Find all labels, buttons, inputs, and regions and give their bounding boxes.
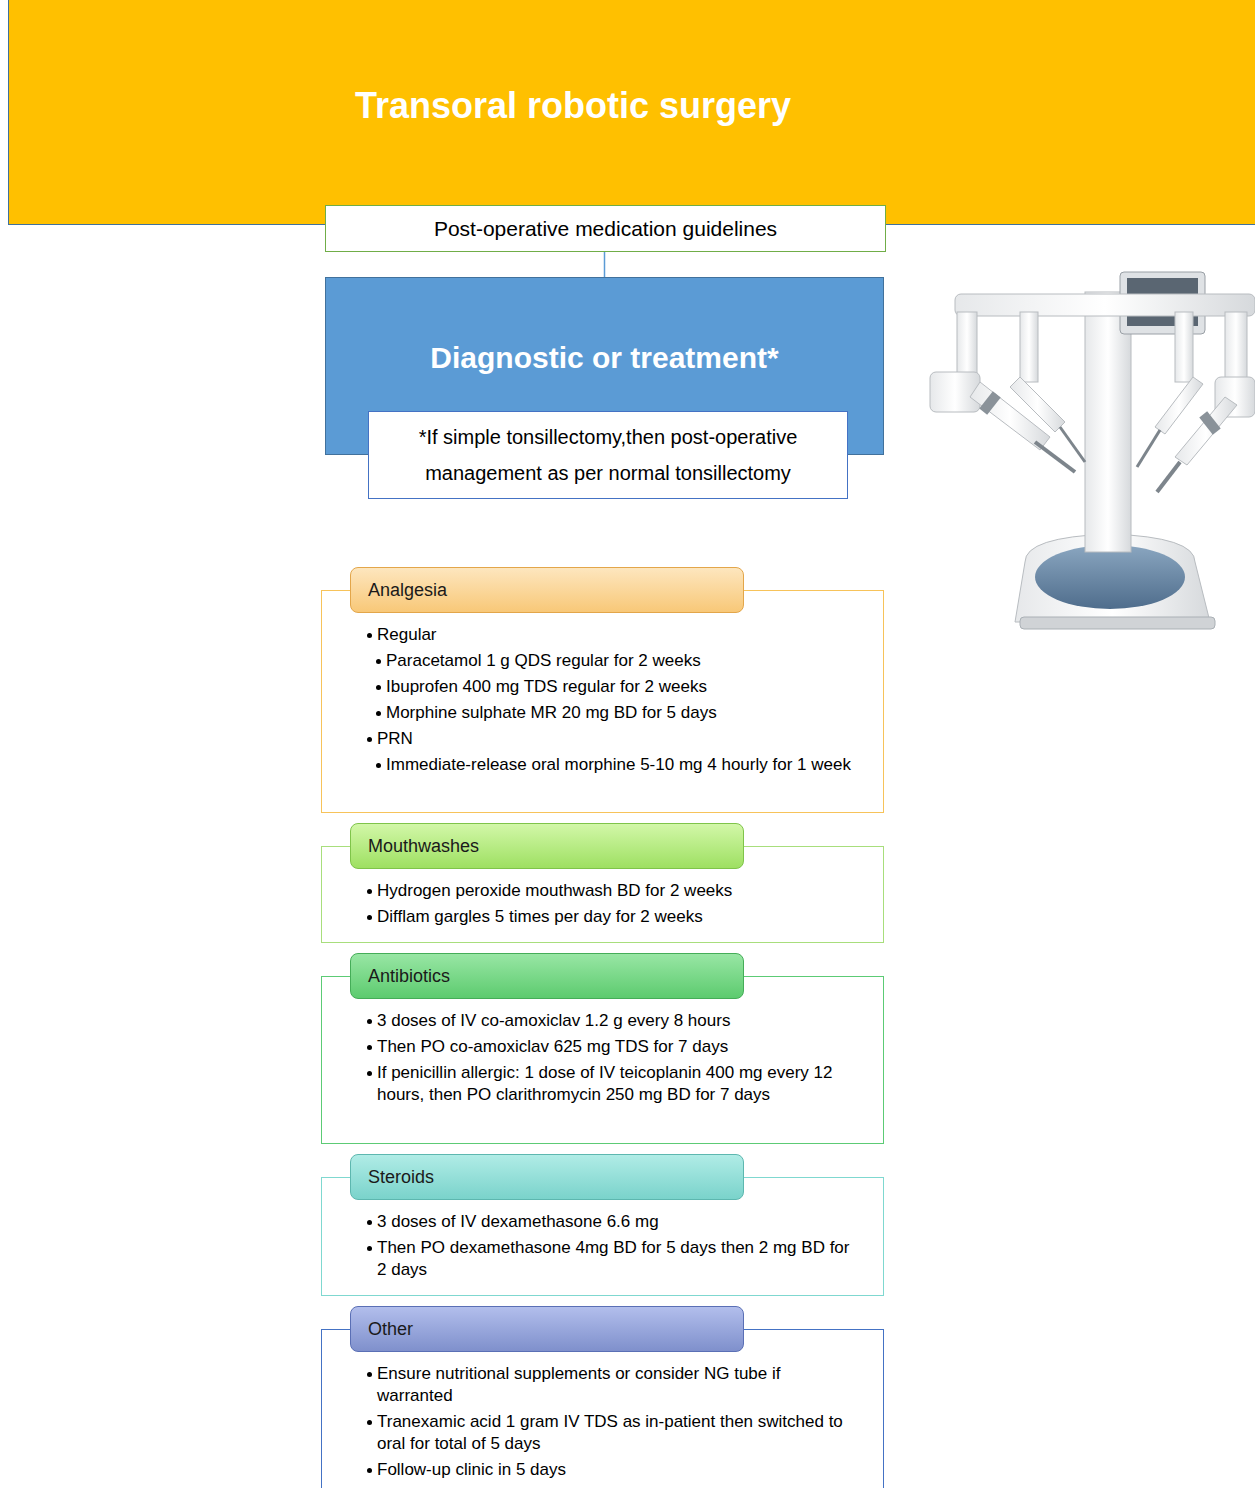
bullet-text: 3 doses of IV co-amoxiclav 1.2 g every 8… [377,1010,730,1032]
bullet-dot [376,702,386,724]
bullet-dot [367,1010,377,1032]
header-box: Post-operative medication guidelines [325,205,886,252]
bullet-text: Then PO dexamethasone 4mg BD for 5 days … [377,1237,853,1281]
bullet-item: Morphine sulphate MR 20 mg BD for 5 days [367,702,853,724]
bullet-item: Difflam gargles 5 times per day for 2 we… [367,906,853,928]
diagram-title: Transoral robotic surgery [8,84,1138,128]
bullet-dot [367,1237,377,1259]
bullet-item: 3 doses of IV co-amoxiclav 1.2 g every 8… [367,1010,853,1032]
connector-line [604,252,605,277]
bullet-dot [367,728,377,750]
section-heading-tab: Mouthwashes [350,823,744,869]
section-heading-tab: Antibiotics [350,953,744,999]
bullet-item: Then PO dexamethasone 4mg BD for 5 days … [367,1237,853,1281]
bullet-item: Then PO co-amoxiclav 625 mg TDS for 7 da… [367,1036,853,1058]
bullet-item: PRN [367,728,853,750]
medication-section: Steroids3 doses of IV dexamethasone 6.6 … [321,1177,884,1296]
bullet-dot [376,676,386,698]
medication-section: AnalgesiaRegularParacetamol 1 g QDS regu… [321,590,884,813]
bullet-item: Regular [367,624,853,646]
bullet-text: If penicillin allergic: 1 dose of IV tei… [377,1062,853,1106]
bullet-item: Ibuprofen 400 mg TDS regular for 2 weeks [367,676,853,698]
bullet-dot [376,754,386,776]
bullet-item: Tranexamic acid 1 gram IV TDS as in-pati… [367,1411,853,1455]
surgical-robot-illustration [925,262,1255,637]
bullet-item: Hydrogen peroxide mouthwash BD for 2 wee… [367,880,853,902]
bullet-dot [367,624,377,646]
bullet-text: Tranexamic acid 1 gram IV TDS as in-pati… [377,1411,853,1455]
medication-section: Antibiotics3 doses of IV co-amoxiclav 1.… [321,976,884,1144]
bullet-dot [367,1459,377,1481]
bullet-text: Ibuprofen 400 mg TDS regular for 2 weeks [386,676,707,698]
bullet-dot [367,1211,377,1233]
medication-section: MouthwashesHydrogen peroxide mouthwash B… [321,846,884,943]
box-label: Post-operative medication guidelines [424,216,787,242]
note-box: *If simple tonsillectomy,then post-opera… [368,411,848,499]
bullet-text: Then PO co-amoxiclav 625 mg TDS for 7 da… [377,1036,728,1058]
bullet-text: Hydrogen peroxide mouthwash BD for 2 wee… [377,880,732,902]
bullet-item: Follow-up clinic in 5 days [367,1459,853,1481]
bullet-dot [367,1036,377,1058]
bullet-text: Morphine sulphate MR 20 mg BD for 5 days [386,702,717,724]
bullet-item: Immediate-release oral morphine 5-10 mg … [367,754,853,776]
category-label: Diagnostic or treatment* [326,340,883,376]
bullet-dot [367,880,377,902]
bullet-item: Paracetamol 1 g QDS regular for 2 weeks [367,650,853,672]
bullet-dot [367,1363,377,1385]
bullet-item: 3 doses of IV dexamethasone 6.6 mg [367,1211,853,1233]
bullet-text: Ensure nutritional supplements or consid… [377,1363,853,1407]
bullet-text: Immediate-release oral morphine 5-10 mg … [386,754,851,776]
medication-section: OtherEnsure nutritional supplements or c… [321,1329,884,1488]
bullet-text: Regular [377,624,437,646]
bullet-dot [367,1062,377,1084]
box-label: *If simple tonsillectomy,then post-opera… [379,419,837,491]
bullet-text: Follow-up clinic in 5 days [377,1459,566,1481]
bullet-dot [367,906,377,928]
bullet-item: If penicillin allergic: 1 dose of IV tei… [367,1062,853,1106]
section-heading-tab: Steroids [350,1154,744,1200]
bullet-text: Paracetamol 1 g QDS regular for 2 weeks [386,650,701,672]
bullet-item: Ensure nutritional supplements or consid… [367,1363,853,1407]
section-heading-tab: Other [350,1306,744,1352]
bullet-text: Difflam gargles 5 times per day for 2 we… [377,906,703,928]
category-box: Diagnostic or treatment**If simple tonsi… [325,277,884,455]
bullet-dot [376,650,386,672]
bullet-text: 3 doses of IV dexamethasone 6.6 mg [377,1211,659,1233]
bullet-dot [367,1411,377,1433]
bullet-text: PRN [377,728,413,750]
section-heading-tab: Analgesia [350,567,744,613]
